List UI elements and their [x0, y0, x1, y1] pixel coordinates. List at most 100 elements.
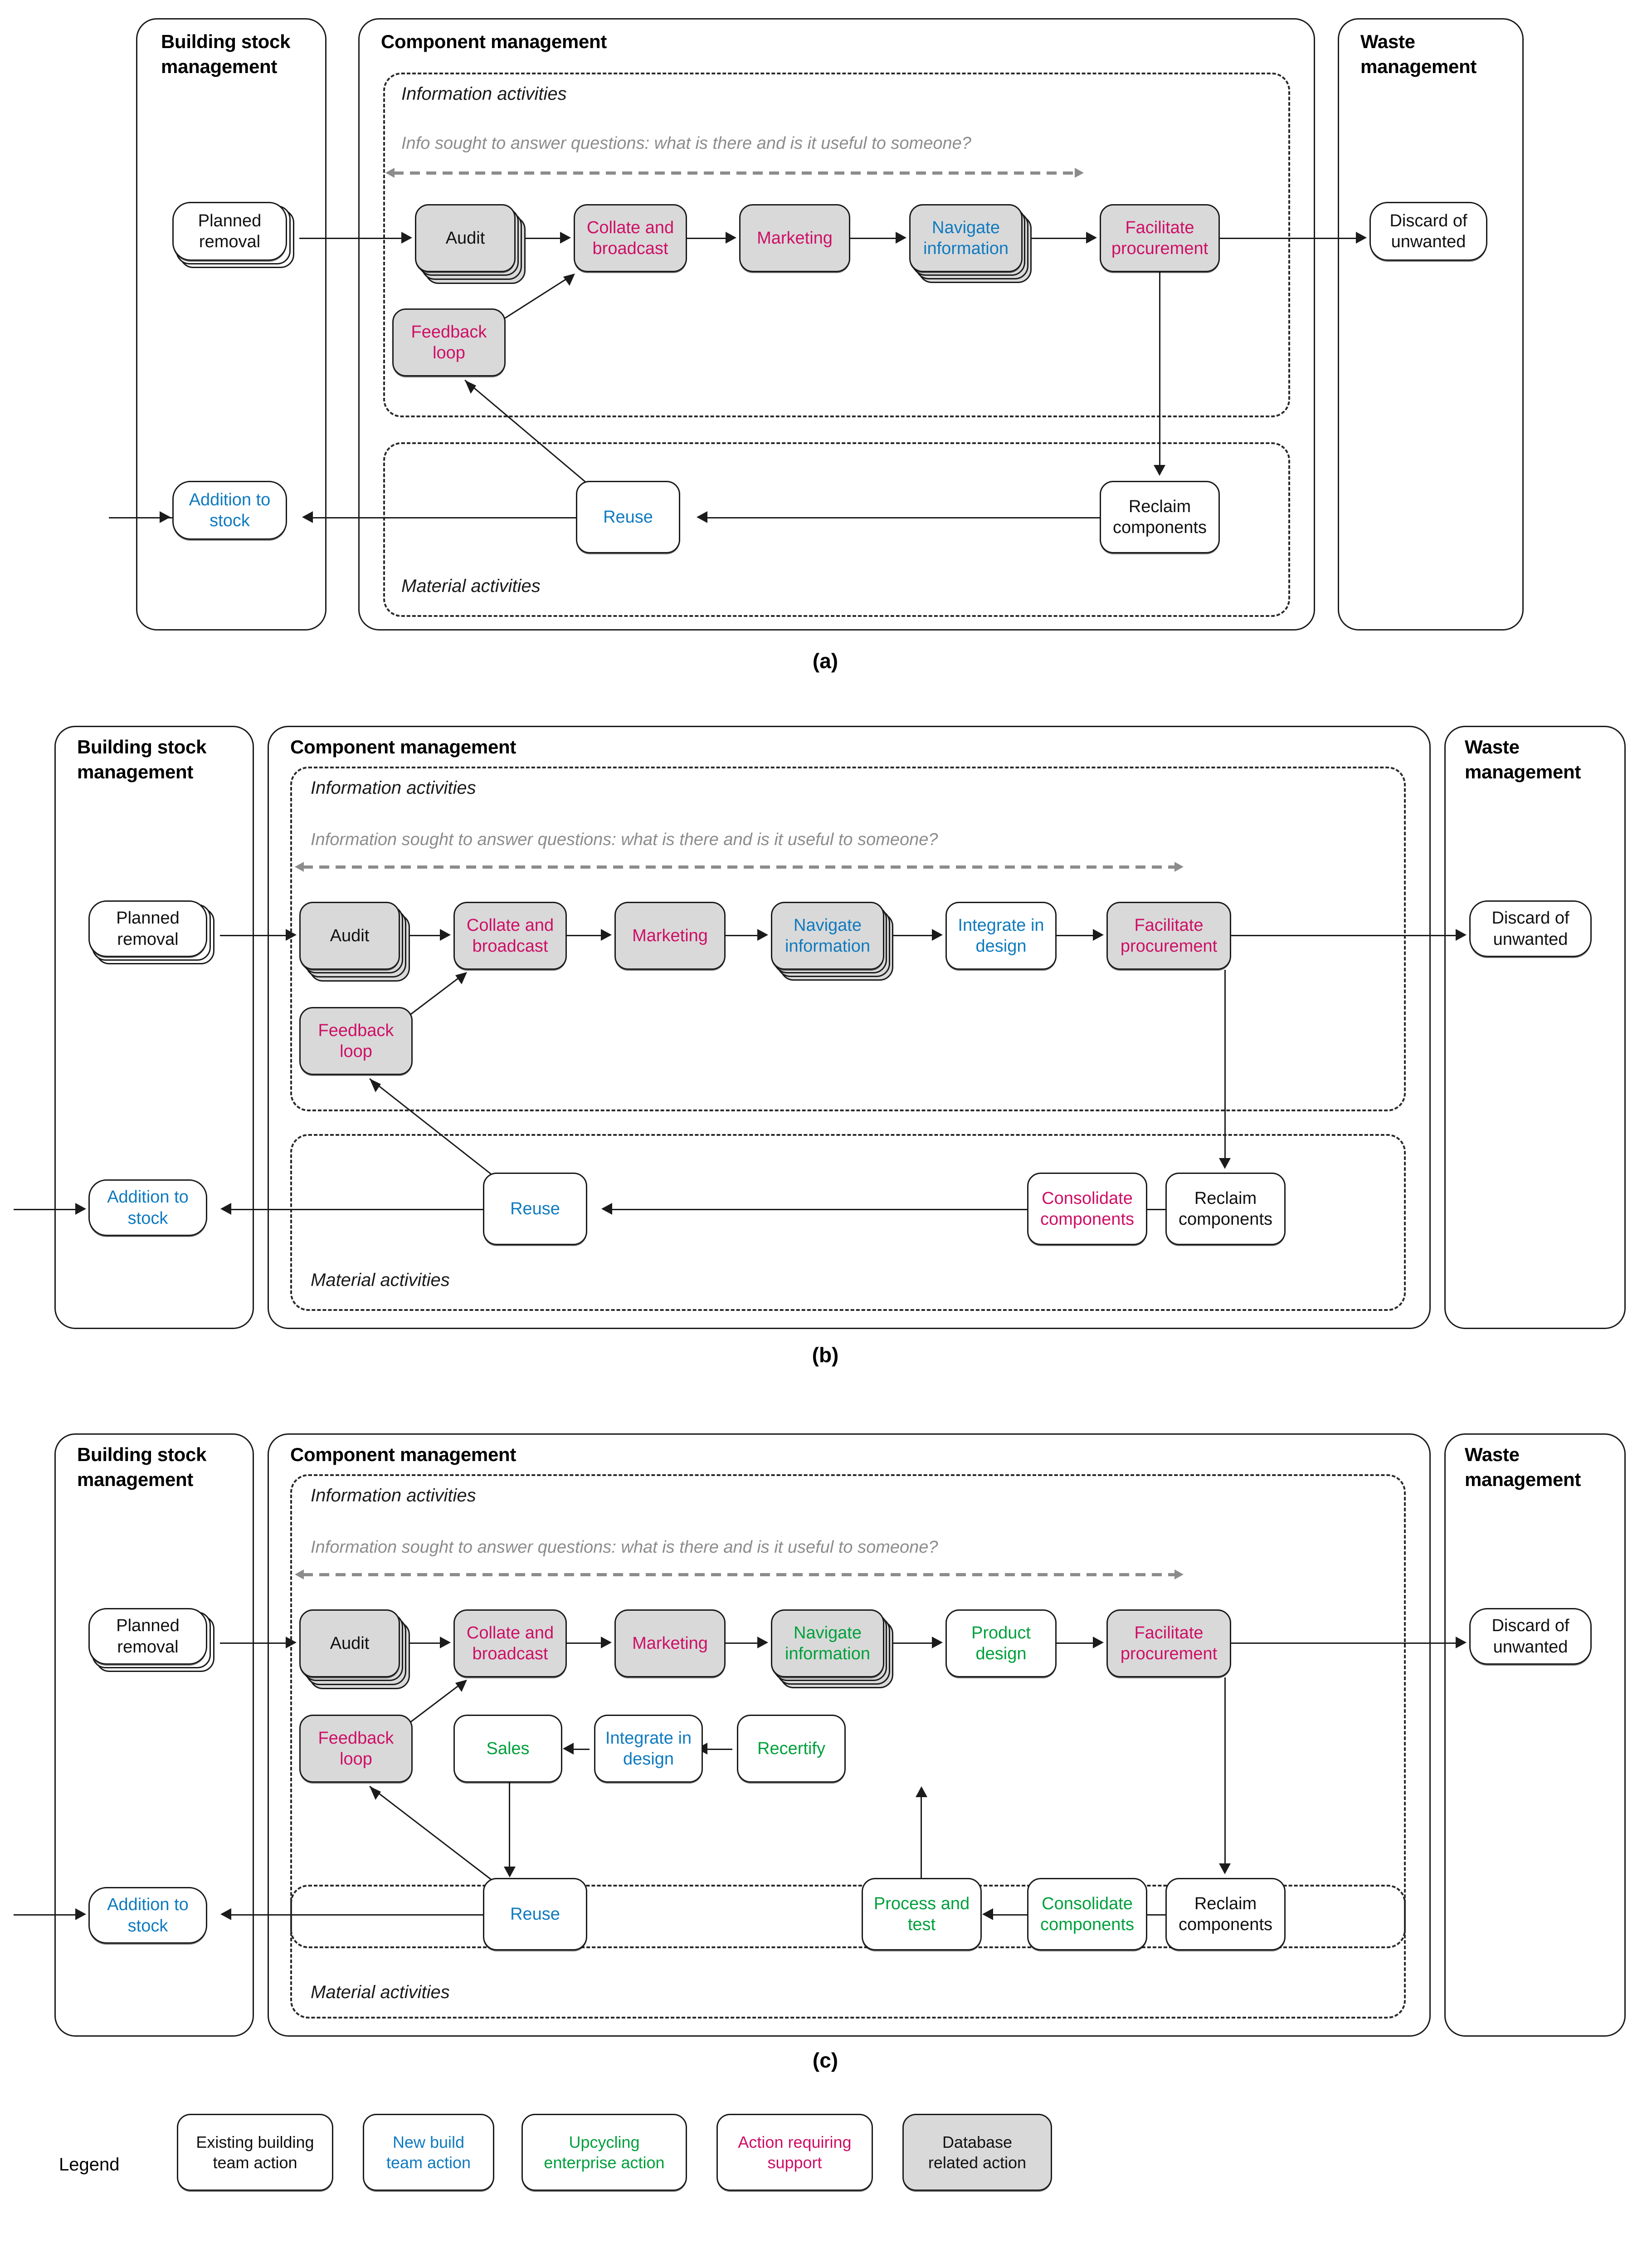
- zone-title-building-stock-b: Building stock management: [77, 736, 207, 782]
- node-facilitate-procurement-b[interactable]: Facilitate procurement: [1106, 902, 1231, 970]
- node-navigate-information-c[interactable]: Navigate information: [771, 1609, 884, 1677]
- connector-collate-to-marketing-a: [687, 238, 726, 239]
- node-feedback-loop-b[interactable]: Feedback loop: [299, 1007, 413, 1075]
- node-reclaim-components-b[interactable]: Reclaim components: [1165, 1173, 1286, 1245]
- zone-title-building-stock-a: Building stock management: [161, 31, 291, 77]
- connector-recertify-to-integrate-c: [707, 1749, 732, 1750]
- node-audit-c[interactable]: Audit: [299, 1609, 400, 1677]
- connector-collate-to-marketing-b: [567, 935, 601, 936]
- arrowhead-collate-to-marketing-b: [601, 929, 612, 941]
- node-reuse-a[interactable]: Reuse: [576, 481, 680, 553]
- node-addition-to-stock-c[interactable]: Addition to stock: [88, 1887, 207, 1944]
- arrowhead-integrate-to-facilitate-b: [1093, 929, 1104, 941]
- node-reclaim-components-c[interactable]: Reclaim components: [1165, 1878, 1286, 1950]
- node-marketing-a[interactable]: Marketing: [739, 204, 850, 272]
- connector-planned-to-audit-c: [220, 1642, 286, 1644]
- node-collate-and-broadcast-a[interactable]: Collate and broadcast: [574, 204, 687, 272]
- node-addition-to-stock-a[interactable]: Addition to stock: [172, 481, 287, 540]
- node-addition-to-stock-b[interactable]: Addition to stock: [88, 1179, 207, 1236]
- legend-item-database-related-action: Database related action: [902, 2114, 1052, 2191]
- bidirectional-dashed-arrow-a: [385, 168, 1084, 178]
- group-information-activities-a: [383, 73, 1290, 417]
- node-consolidate-components-b[interactable]: Consolidate components: [1027, 1173, 1147, 1245]
- node-consolidate-components-c[interactable]: Consolidate components: [1027, 1878, 1147, 1950]
- node-reclaim-components-a[interactable]: Reclaim components: [1100, 481, 1220, 553]
- zone-title-component-a: Component management: [381, 31, 607, 52]
- node-discard-of-unwanted-a[interactable]: Discard of unwanted: [1369, 202, 1487, 261]
- arrowhead-addition-in-b: [75, 1203, 86, 1215]
- connector-marketing-to-navigate-b: [726, 935, 757, 936]
- legend-item-upcycling-enterprise-action: Upcycling enterprise action: [521, 2114, 687, 2191]
- connector-marketing-to-navigate-a: [850, 238, 896, 239]
- connector-addition-out-left-a: [109, 517, 172, 518]
- arrowhead-facilitate-to-reclaim-b: [1219, 1158, 1231, 1169]
- node-planned-removal-b[interactable]: Planned removal: [88, 900, 207, 957]
- arrowhead-reuse-to-addition-b: [220, 1203, 231, 1215]
- group-material-activities-b: [290, 1134, 1406, 1311]
- arrowhead-product-design-to-facilitate-c: [1093, 1637, 1104, 1648]
- arrowhead-addition-in-a: [160, 511, 171, 523]
- node-planned-removal-a[interactable]: Planned removal: [172, 202, 287, 261]
- node-reuse-b[interactable]: Reuse: [483, 1173, 587, 1245]
- zone-title-waste-b: Waste management: [1465, 736, 1581, 782]
- node-navigate-information-b[interactable]: Navigate information: [771, 902, 884, 970]
- arrowhead-facilitate-to-discard-b: [1456, 929, 1467, 941]
- group-material-activities-c: [290, 1885, 1406, 2019]
- connector-facilitate-to-reclaim-c: [1224, 1677, 1226, 1863]
- node-recertify-c[interactable]: Recertify: [737, 1715, 846, 1783]
- node-marketing-c[interactable]: Marketing: [614, 1609, 726, 1677]
- connector-audit-to-collate-a: [521, 238, 560, 239]
- caption-a: (a): [812, 649, 838, 673]
- node-discard-of-unwanted-b[interactable]: Discard of unwanted: [1469, 900, 1592, 957]
- node-facilitate-procurement-c[interactable]: Facilitate procurement: [1106, 1609, 1231, 1677]
- arrowhead-facilitate-to-discard-c: [1456, 1637, 1467, 1648]
- connector-reuse-to-feedback-b: [369, 1078, 492, 1176]
- node-feedback-loop-c[interactable]: Feedback loop: [299, 1715, 413, 1783]
- connector-sales-to-reuse-c: [509, 1783, 510, 1867]
- node-discard-of-unwanted-c[interactable]: Discard of unwanted: [1469, 1608, 1592, 1665]
- node-process-and-test-c[interactable]: Process and test: [862, 1878, 982, 1950]
- group-information-activities-c: [290, 1474, 1406, 1948]
- connector-collate-to-marketing-c: [567, 1642, 601, 1644]
- arrowhead-reuse-to-addition-a: [302, 511, 313, 523]
- connector-feedback-to-collate-c: [403, 1680, 467, 1728]
- connector-integrate-to-facilitate-b: [1057, 935, 1093, 936]
- question-text-b: Information sought to answer questions: …: [311, 830, 938, 849]
- node-navigate-information-a[interactable]: Navigate information: [909, 204, 1023, 272]
- legend-item-new-build-team-action: New build team action: [363, 2114, 494, 2191]
- arrowhead-planned-to-audit-a: [401, 232, 412, 244]
- arrowhead-navigate-to-integrate-b: [932, 929, 943, 941]
- node-reuse-c[interactable]: Reuse: [483, 1878, 587, 1950]
- connector-addition-out-left-c: [14, 1914, 77, 1916]
- connector-feedback-to-collate-a: [498, 274, 575, 323]
- node-audit-b[interactable]: Audit: [299, 902, 400, 970]
- node-planned-removal-c[interactable]: Planned removal: [88, 1608, 207, 1665]
- node-sales-c[interactable]: Sales: [453, 1715, 562, 1783]
- node-collate-and-broadcast-c[interactable]: Collate and broadcast: [453, 1609, 567, 1677]
- node-facilitate-procurement-a[interactable]: Facilitate procurement: [1100, 204, 1220, 272]
- node-integrate-in-design-b[interactable]: Integrate in design: [945, 902, 1057, 970]
- label-information-activities-b: Information activities: [311, 778, 476, 798]
- connector-reuse-to-feedback-a: [464, 379, 590, 486]
- zone-building-stock-management-b: [54, 726, 254, 1329]
- node-audit-a[interactable]: Audit: [415, 204, 516, 272]
- connector-marketing-to-navigate-c: [726, 1642, 757, 1644]
- node-feedback-loop-a[interactable]: Feedback loop: [392, 308, 506, 376]
- node-integrate-in-design-c[interactable]: Integrate in design: [594, 1715, 703, 1783]
- connector-navigate-to-product-design-c: [890, 1642, 932, 1644]
- connector-reclaim-to-reuse-a: [707, 517, 1100, 518]
- arrowhead-facilitate-to-discard-a: [1356, 232, 1367, 244]
- group-material-activities-a: [383, 442, 1290, 617]
- node-marketing-b[interactable]: Marketing: [614, 902, 726, 970]
- connector-facilitate-to-discard-b: [1231, 935, 1456, 936]
- connector-reuse-to-addition-b: [231, 1209, 485, 1210]
- arrowhead-facilitate-to-reclaim-a: [1154, 465, 1165, 476]
- node-collate-and-broadcast-b[interactable]: Collate and broadcast: [453, 902, 567, 970]
- caption-c: (c): [812, 2048, 838, 2072]
- connector-integrate-to-sales-c: [574, 1749, 590, 1750]
- question-text-c: Information sought to answer questions: …: [311, 1538, 938, 1557]
- zone-building-stock-management-c: [54, 1433, 254, 2037]
- arrowhead-marketing-to-navigate-a: [896, 232, 906, 244]
- connector-consolidate-to-reuse-b: [612, 1209, 1029, 1210]
- node-product-design-c[interactable]: Product design: [945, 1609, 1057, 1677]
